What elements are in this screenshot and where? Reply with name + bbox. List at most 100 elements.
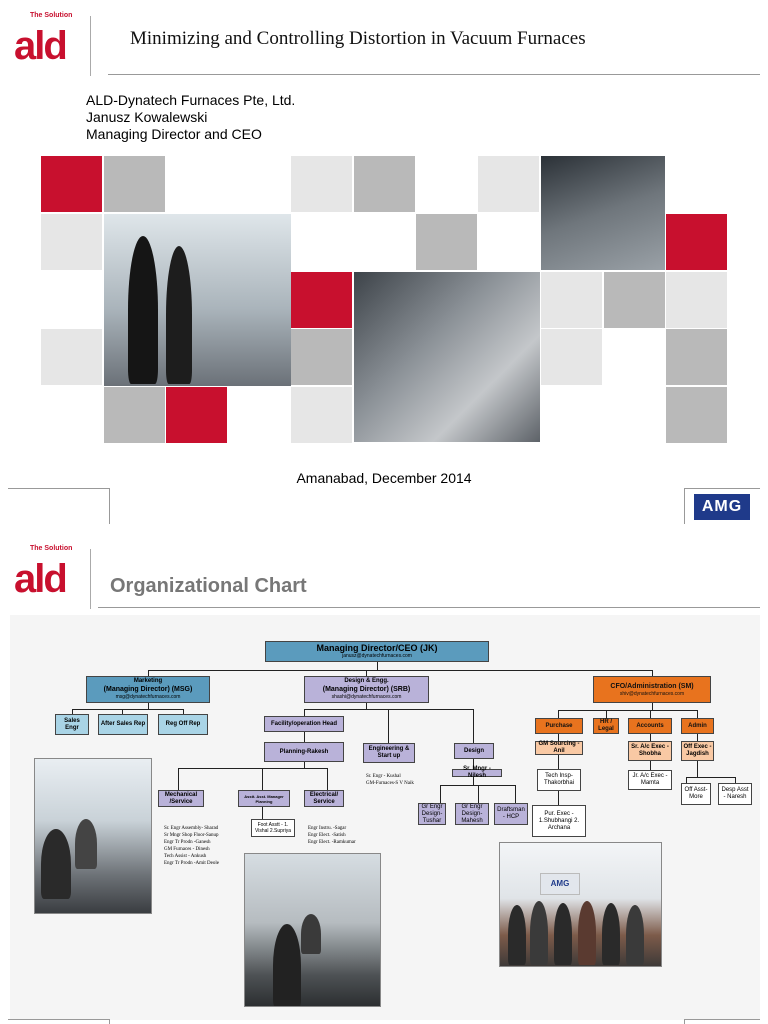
mosaic-tile [104, 156, 165, 212]
org-box-foot-asst: Foot Asstt - 1. Vishal 2.Supriya [251, 819, 295, 837]
org-box-design: Design [454, 743, 494, 759]
amg-sign: AMG [540, 873, 580, 895]
footer-frame [684, 1019, 760, 1024]
presenter-info: ALD-Dynatech Furnaces Pte, Ltd. Janusz K… [86, 92, 295, 143]
note-item: Engr Tr Prodn -Ganesh [164, 840, 211, 845]
office-photo-left [34, 758, 152, 914]
logo-tagline: The Solution [30, 12, 73, 19]
footer-rule [8, 1019, 110, 1020]
footer-rule [109, 488, 110, 524]
presenter-role: Managing Director and CEO [86, 126, 262, 142]
org-box-pur-exec: Pur. Exec - 1.Shubhangi 2. Archana [532, 805, 586, 837]
cfo-email: shiv@dynatechfurnaces.com [619, 690, 685, 697]
cfo-box: CFO/Administration (SM) shiv@dynatechfur… [593, 676, 711, 703]
org-box-purchase: Purchase [535, 718, 583, 734]
mosaic-tile [104, 387, 165, 443]
office-photo-middle [244, 853, 381, 1007]
mechanical-notes: Sr. Engr Assembly- Sharad Sr Mngr Shop F… [164, 825, 219, 867]
org-box-jr-accounts: Jr. A/c Exec - Mamta [628, 770, 672, 790]
title-rule [98, 607, 760, 608]
mosaic-tile [291, 387, 352, 443]
presentation-title: Minimizing and Controlling Distortion in… [130, 28, 586, 49]
ald-logo: The Solution ald [10, 12, 94, 76]
org-box-draftsman: Draftsman - HCP [494, 803, 528, 825]
logo-tagline: The Solution [30, 545, 73, 552]
marketing-label: Marketing [133, 678, 163, 684]
ceo-email: janusz@dynatechfurnaces.com [342, 653, 412, 659]
ald-logo: The Solution ald [10, 545, 94, 609]
mosaic-tile [166, 387, 227, 443]
design-engg-email: shashi@dynatechfurnaces.com [331, 694, 402, 700]
note-item: Sr. Engr Assembly- Sharad [164, 826, 219, 831]
org-box-design-mahesh: Gr Engr Design-Mahesh [455, 803, 489, 825]
logo-divider [90, 16, 91, 76]
note-item: Engr Elect. -Ramkumar [308, 840, 356, 845]
amg-logo: AMG [694, 494, 750, 520]
org-box-sales-engr: Sales Engr [55, 714, 89, 735]
mosaic-tile [291, 272, 352, 328]
design-engg-box: Design & Engg. (Managing Director) (SRB)… [304, 676, 429, 703]
org-box-engg-startup: Engineering & Start up [363, 743, 415, 763]
org-box-reg-off: Reg Off Rep [158, 714, 208, 735]
note-item: GM Furnaces - Dinesh [164, 847, 210, 852]
mosaic-tile [478, 156, 539, 212]
marketing-head: (Managing Director) (MSG) [103, 686, 193, 693]
footer-rule [8, 488, 110, 489]
org-box-gm-sourcing: GM Sourcing -Anil [535, 741, 583, 755]
org-box-sr-mngr: Sr. Mngr - Nilesh [452, 766, 502, 779]
footer-rule [109, 1019, 110, 1024]
org-box-mechanical: Mechanical /Service [158, 790, 204, 807]
ceo-box: Managing Director/CEO (JK) janusz@dynate… [265, 641, 489, 662]
org-box-off-exec: Off Exec - Jagdish [681, 741, 714, 761]
mosaic-tile [291, 156, 352, 212]
mosaic-tile [666, 387, 727, 443]
org-box-facility: Facility/operation Head [264, 716, 344, 732]
mosaic-tile [666, 329, 727, 385]
title-slide: The Solution ald Minimizing and Controll… [8, 12, 760, 524]
org-box-planning: Planning-Rakesh [264, 742, 344, 762]
turbine-photo [354, 272, 540, 442]
mosaic-tile [541, 272, 602, 328]
note-item: Tech Assist - Ankush [164, 854, 207, 859]
mosaic-tile [291, 329, 352, 385]
title-rule [108, 74, 760, 75]
org-box-after-sales: After Sales Rep [98, 714, 148, 735]
airport-photo [104, 214, 291, 386]
logo-divider [90, 549, 91, 609]
org-box-accounts: Accounts [628, 718, 672, 734]
cfo-head: CFO/Administration (SM) [610, 682, 694, 690]
note-item: GM-Furnaces-S V Naik [366, 781, 414, 786]
org-box-asst-planning: Asstt. Asst. Manager Planning [238, 790, 290, 807]
mosaic-tile [354, 156, 415, 212]
mosaic-tile [41, 214, 102, 270]
presenter-name: Janusz Kowalewski [86, 109, 208, 125]
note-item: Sr Mngr Shop Floor-Sanup [164, 833, 219, 838]
org-box-design-tushar: Gr Engr Design-Tushar [418, 803, 446, 825]
mosaic-tile [41, 329, 102, 385]
org-box-tech-insp: Tech Insp-Thakorbhai [537, 769, 581, 791]
mosaic-tile [541, 329, 602, 385]
logo-mark: ald [14, 557, 68, 601]
startup-notes: Sr. Engr - Kushal GM-Furnaces-S V Naik [366, 773, 414, 787]
marketing-box: Marketing (Managing Director) (MSG) msg@… [86, 676, 210, 703]
location-date: Amanabad, December 2014 [296, 470, 472, 486]
factory-photo [541, 156, 665, 270]
note-item: Engr Instru. -Sagar [308, 826, 347, 831]
mosaic-tile [604, 272, 665, 328]
team-photo-right: AMG [499, 842, 662, 967]
slide-title: Organizational Chart [110, 575, 307, 597]
footer-frame [684, 488, 760, 524]
marketing-email: msg@dynatechfurnaces.com [115, 694, 181, 700]
org-chart-slide: The Solution ald Organizational Chart [0, 525, 768, 1024]
org-box-off-asst: Off Asst-More [681, 783, 711, 805]
org-box-electrical: Electrical/ Service [304, 790, 344, 807]
note-item: Sr. Engr - Kushal [366, 774, 401, 779]
org-box-hr: HR / Legal [593, 718, 619, 734]
note-item: Engr Elect. -Satish [308, 833, 346, 838]
mosaic-tile [416, 214, 477, 270]
ceo-title: Managing Director/CEO (JK) [316, 643, 438, 653]
design-engg-label: Design & Engg. [344, 678, 389, 684]
logo-mark: ald [14, 24, 68, 68]
mosaic-tile [666, 272, 727, 328]
electrical-notes: Engr Instru. -Sagar Engr Elect. -Satish … [308, 825, 356, 846]
